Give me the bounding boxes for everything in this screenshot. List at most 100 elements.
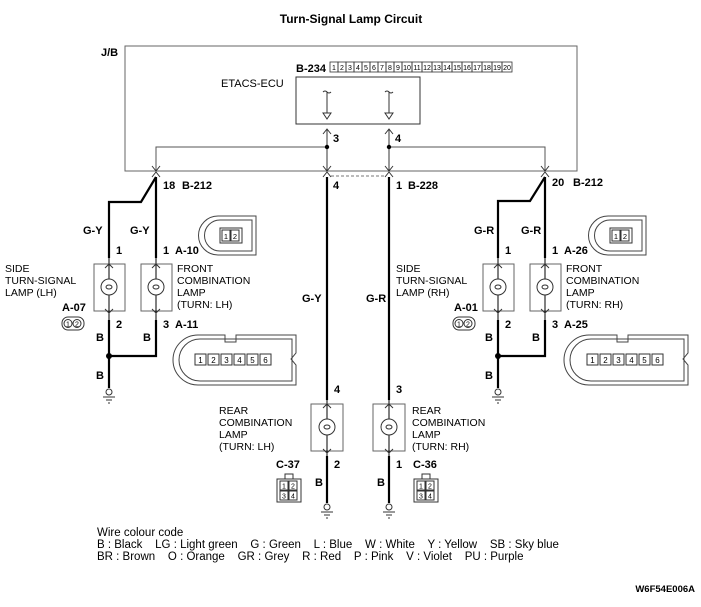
ecu-output-right-icon: [384, 90, 394, 120]
connector-pin: 1: [586, 353, 599, 366]
connector-pin: 6: [651, 353, 664, 366]
wire-color-ground-right: B: [485, 370, 493, 382]
svg-text:2: 2: [603, 356, 608, 365]
front-rh-label: FRONT COMBINATION LAMP (TURN: RH): [566, 263, 642, 311]
ecu-connector-pin: 19: [491, 61, 503, 73]
side-rh-pin-out: 2: [505, 319, 511, 331]
rear-rh-pin-in: 3: [396, 384, 402, 396]
bulb-icon: [380, 418, 398, 436]
connector-pin: 2: [599, 353, 612, 366]
ground-icon: [103, 388, 115, 404]
svg-text:13: 13: [433, 65, 441, 72]
svg-text:7: 7: [380, 65, 384, 72]
ecu-connector-pin: 11: [411, 61, 423, 73]
side-lh-pin-in: 1: [116, 245, 122, 257]
jb-connector-b228: B-228: [408, 180, 438, 192]
jb-connector-b212-right: B-212: [573, 177, 603, 189]
svg-text:4: 4: [237, 356, 242, 365]
connector-pin: 4: [625, 353, 638, 366]
wire-color-side-rh-out: B: [485, 332, 493, 344]
wire-color-side-rh-in: G-R: [474, 225, 494, 237]
jb-connector-b212-left: B-212: [182, 180, 212, 192]
front-combination-lamp-lh: [140, 258, 173, 320]
ecu-pin-4: 4: [395, 133, 402, 145]
side-rh-pin-in: 1: [505, 245, 511, 257]
splice-point: [386, 144, 392, 150]
svg-text:4: 4: [291, 494, 295, 501]
jb-pin-4: 4: [333, 180, 340, 192]
ground-icon: [492, 388, 504, 404]
bulb-icon: [536, 278, 554, 296]
front-combination-lamp-rh: [529, 258, 562, 320]
svg-text:11: 11: [413, 65, 420, 72]
svg-text:1: 1: [198, 356, 203, 365]
jb-pin-1: 1: [396, 180, 402, 192]
front-rh-connector-out: A-25: [564, 319, 588, 331]
rear-rh-pin-out: 1: [396, 459, 402, 471]
jb-pin-18: 18: [163, 180, 175, 192]
svg-text:14: 14: [443, 65, 451, 72]
wire-color-rear-rh-out: B: [377, 477, 385, 489]
svg-text:16: 16: [463, 65, 471, 72]
svg-text:9: 9: [396, 65, 400, 72]
svg-text:4: 4: [356, 65, 360, 72]
front-lh-label: FRONT COMBINATION LAMP (TURN: LH): [177, 263, 253, 311]
wire-color-front-rh-in: G-R: [521, 225, 541, 237]
ecu-connector-label: B-234: [296, 63, 327, 75]
side-turn-signal-lamp-rh: [482, 258, 515, 320]
rear-lh-label: REAR COMBINATION LAMP (TURN: LH): [219, 405, 295, 453]
svg-text:10: 10: [403, 65, 411, 72]
ecu-box: [295, 76, 421, 125]
ecu-connector-pin: 17: [471, 61, 483, 73]
svg-text:6: 6: [655, 356, 660, 365]
svg-text:1: 1: [224, 232, 228, 241]
svg-text:1: 1: [457, 322, 461, 329]
rear-rh-connector: C-36: [413, 459, 437, 471]
svg-text:18: 18: [483, 65, 491, 72]
svg-text:2: 2: [340, 65, 344, 72]
ecu-connector-pin: 8: [385, 61, 395, 73]
ground-icon: [321, 503, 333, 519]
ecu-connector-pin: 16: [461, 61, 473, 73]
splice-point: [324, 144, 330, 150]
rear-rh-label: REAR COMBINATION LAMP (TURN: RH): [412, 405, 488, 453]
svg-text:19: 19: [493, 65, 501, 72]
svg-text:1: 1: [282, 484, 286, 491]
connector-pin: 3: [612, 353, 625, 366]
svg-text:2: 2: [233, 232, 237, 241]
front-lh-connector-out: A-11: [175, 319, 198, 331]
svg-text:3: 3: [419, 494, 423, 501]
diagram-title: Turn-Signal Lamp Circuit: [280, 12, 422, 26]
bulb-icon: [100, 278, 118, 296]
svg-text:1: 1: [66, 322, 70, 329]
rear-combination-lamp-lh: [310, 400, 344, 456]
svg-text:4: 4: [629, 356, 634, 365]
splice-point: [495, 353, 501, 359]
svg-text:1: 1: [614, 232, 618, 241]
connector-pin: 5: [638, 353, 651, 366]
svg-text:4: 4: [428, 494, 432, 501]
ecu-connector-pin: 7: [377, 61, 387, 73]
svg-text:5: 5: [364, 65, 368, 72]
wire-right-harness: [496, 176, 547, 388]
wire-color-side-lh-in: G-Y: [83, 225, 103, 237]
svg-text:20: 20: [503, 65, 511, 72]
connector-c37-icon: 1 2 3 4: [276, 473, 302, 503]
svg-text:5: 5: [250, 356, 255, 365]
ecu-connector-pin: 4: [353, 61, 363, 73]
front-lh-connector-in: A-10: [175, 245, 199, 257]
side-lh-label: SIDE TURN-SIGNAL LAMP (LH): [5, 263, 79, 299]
wire-color-front-rh-out: B: [532, 332, 540, 344]
svg-text:2: 2: [428, 484, 432, 491]
rear-lh-pin-in: 4: [334, 384, 341, 396]
junction-block: [124, 45, 578, 172]
side-lh-connector: A-07: [62, 302, 86, 314]
svg-text:6: 6: [263, 356, 268, 365]
wire-color-front-lh-out: B: [143, 332, 151, 344]
ecu-connector-pin: 18: [481, 61, 493, 73]
connector-pin: 4: [233, 353, 246, 366]
wire-colour-code-heading: Wire colour code: [97, 527, 184, 539]
